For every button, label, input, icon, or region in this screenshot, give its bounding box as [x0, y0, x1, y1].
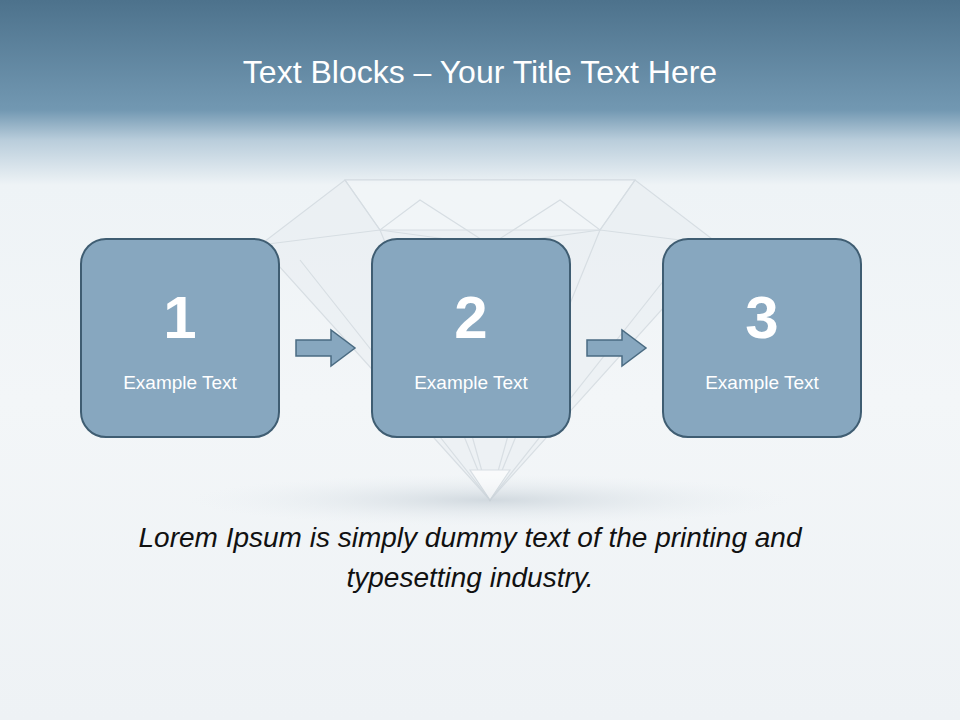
slide-title: Text Blocks – Your Title Text Here: [0, 54, 960, 91]
block-arrow: [296, 330, 355, 366]
step-number: 1: [163, 288, 196, 348]
step-label: Example Text: [404, 372, 538, 395]
diamond: [260, 180, 720, 500]
block-arrow: [587, 330, 646, 366]
caption: Lorem Ipsum is simply dummy text of the …: [130, 518, 810, 598]
step-number: 2: [454, 288, 487, 348]
process-box: 1Example Text: [80, 238, 280, 438]
process-box: 2Example Text: [371, 238, 571, 438]
step-number: 3: [745, 288, 778, 348]
step-label: Example Text: [113, 372, 247, 395]
step-label: Example Text: [695, 372, 829, 395]
process-box: 3Example Text: [662, 238, 862, 438]
